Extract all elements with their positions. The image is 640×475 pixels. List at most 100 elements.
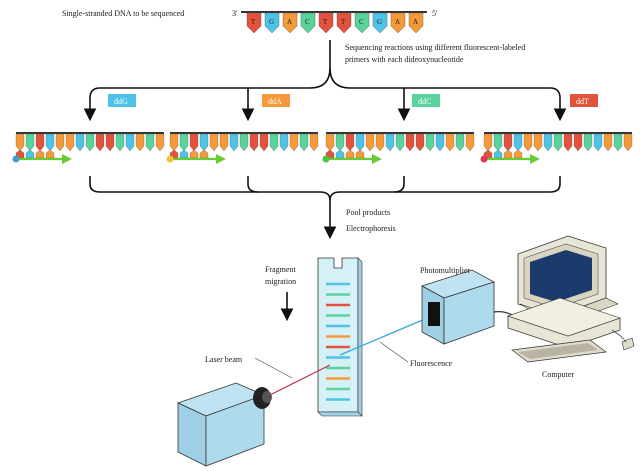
template-base	[229, 133, 239, 152]
primer-extension-arrowhead	[62, 154, 72, 164]
reaction-strand-ddg	[12, 132, 165, 164]
top-strand-base-letter: A	[287, 18, 292, 26]
template-base	[199, 133, 209, 152]
template-base	[345, 133, 355, 152]
template-base	[269, 133, 279, 152]
top-strand-base	[264, 12, 280, 34]
template-base	[85, 133, 95, 152]
template-base	[95, 133, 105, 152]
ddg-tag-label: ddG	[114, 97, 128, 106]
top-strand-base	[372, 12, 388, 34]
top-strand-base-letter: G	[377, 18, 382, 26]
template-base	[445, 133, 455, 152]
template-base	[573, 133, 583, 152]
template-base	[563, 133, 573, 152]
template-base	[299, 133, 309, 152]
ddc-tag-box	[412, 94, 440, 107]
laser-beam-leader	[254, 357, 293, 379]
template-base	[125, 133, 135, 152]
top-strand-base-letter: A	[413, 18, 418, 26]
gel-slab	[317, 257, 363, 417]
template-base	[603, 133, 613, 152]
ddc-tag-label: ddC	[418, 97, 431, 106]
computer-label: Computer	[542, 370, 574, 379]
template-base	[385, 133, 395, 152]
template-base	[523, 133, 533, 152]
template-base	[533, 133, 543, 152]
reaction-tag-ddc: ddC	[412, 94, 440, 107]
top-strand-5prime: 5′	[432, 9, 438, 18]
template-base	[145, 133, 155, 152]
template-base	[405, 133, 415, 152]
template-base	[179, 133, 189, 152]
template-base	[219, 133, 229, 152]
top-strand-base	[282, 12, 298, 34]
template-base	[493, 133, 503, 152]
top-strand-base-letter: T	[323, 18, 328, 26]
gel-bands	[326, 282, 350, 401]
reaction-strand-dda	[166, 132, 319, 164]
template-base	[155, 133, 165, 152]
pooling-brackets	[89, 176, 561, 240]
top-strand-base-letter: C	[305, 18, 310, 26]
reaction-strand-ddt	[480, 132, 633, 164]
template-base	[365, 133, 375, 152]
template-base	[15, 133, 25, 152]
template-base	[189, 133, 199, 152]
fragment-label: Fragment	[265, 265, 296, 274]
template-base	[503, 133, 513, 152]
template-base	[375, 133, 385, 152]
primer-base	[513, 149, 523, 159]
reaction-strands	[12, 132, 633, 164]
reaction-tag-ddg: ddG	[108, 94, 136, 107]
template-base	[75, 133, 85, 152]
branching-arrows	[83, 40, 567, 122]
fluorescent-label-dot	[322, 155, 330, 163]
template-base	[425, 133, 435, 152]
top-strand-base	[390, 12, 406, 34]
fluorescent-label-dot	[480, 155, 488, 163]
template-base	[279, 133, 289, 152]
template-base	[35, 133, 45, 152]
template-base	[45, 133, 55, 152]
ddg-tag-box	[108, 94, 136, 107]
template-base	[249, 133, 259, 152]
primer-base	[493, 149, 503, 159]
template-base	[435, 133, 445, 152]
template-base	[65, 133, 75, 152]
fluorescence-leader	[379, 341, 409, 363]
template-base	[25, 133, 35, 152]
template-base	[543, 133, 553, 152]
template-base	[415, 133, 425, 152]
reaction-note-line1: Sequencing reactions using different flu…	[345, 43, 525, 52]
top-strand-base	[354, 12, 370, 34]
primer-base	[35, 149, 45, 159]
laser-source	[176, 382, 272, 467]
top-strand-base-letter: T	[251, 18, 256, 26]
primer-base	[25, 149, 35, 159]
top-strand-base	[408, 12, 424, 34]
top-strand-base-letter: C	[359, 18, 364, 26]
primer-base	[199, 149, 209, 159]
top-strand-base	[318, 12, 334, 34]
template-base	[55, 133, 65, 152]
template-base	[513, 133, 523, 152]
top-strand-base	[246, 12, 262, 34]
top-strand-base	[336, 12, 352, 34]
template-base	[259, 133, 269, 152]
laser-beam	[269, 364, 331, 396]
primer-extension-arrowhead	[530, 154, 540, 164]
template-base	[169, 133, 179, 152]
dda-tag-box	[262, 94, 290, 107]
primer-base	[345, 149, 355, 159]
template-base	[209, 133, 219, 152]
photomultiplier	[420, 269, 496, 345]
primer-base	[45, 149, 55, 159]
top-strand-base-letter: A	[395, 18, 400, 26]
reaction-tag-dda: ddA	[262, 94, 290, 107]
template-base	[115, 133, 125, 152]
photomultiplier-label: Photomultiplier	[420, 266, 471, 275]
primer-base	[179, 149, 189, 159]
